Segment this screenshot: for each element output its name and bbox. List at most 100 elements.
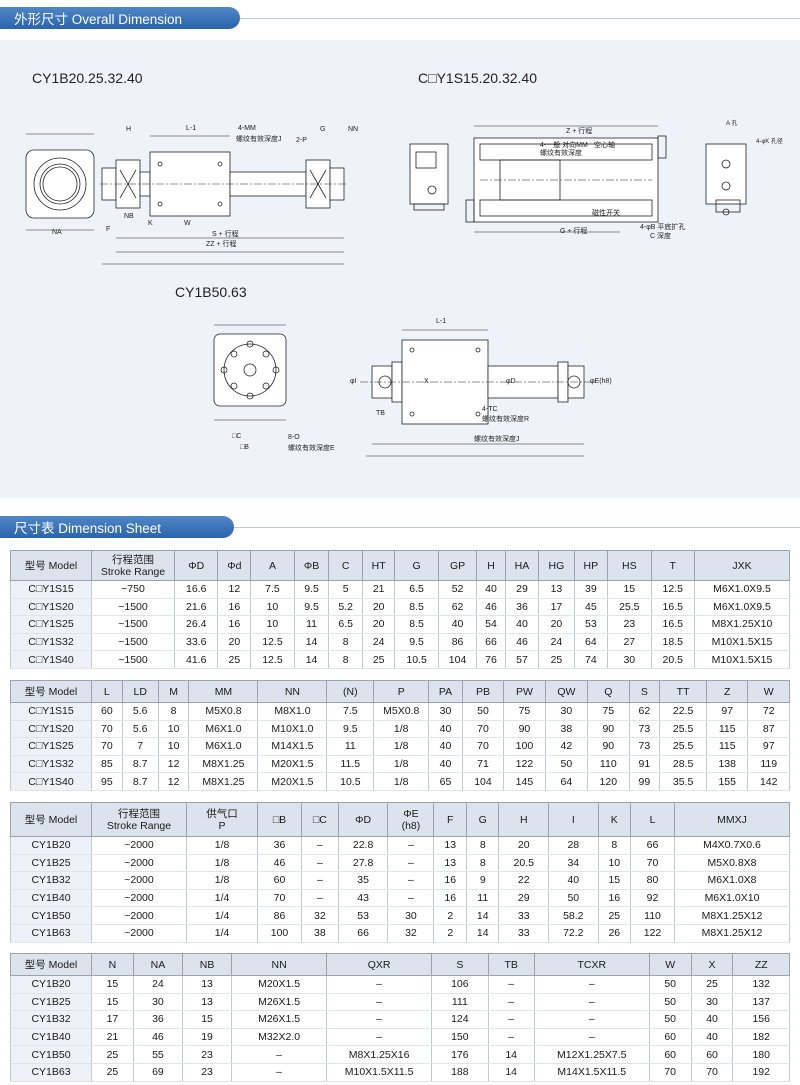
value-cell: 24 (132, 975, 183, 994)
value-cell: 10.5 (394, 650, 439, 669)
value-cell: 33.6 (173, 633, 219, 652)
value-cell: 1/4 (185, 889, 259, 908)
value-cell: 90 (503, 720, 546, 739)
col-header: TCXR (533, 953, 650, 976)
col-header: C (328, 550, 363, 581)
value-cell: 100 (503, 737, 546, 756)
value-cell: 1/4 (185, 906, 259, 925)
value-cell: 20.5 (498, 854, 550, 873)
value-cell: 21 (91, 1028, 134, 1047)
value-cell: 13 (181, 975, 233, 994)
col-header: I (548, 802, 599, 837)
value-cell: 22.5 (659, 702, 707, 721)
label-nb: NB (124, 213, 134, 220)
value-cell: 95 (91, 772, 123, 791)
col-header: PB (461, 680, 505, 703)
col-header: S (431, 953, 489, 976)
value-cell: 40 (504, 615, 540, 634)
model-cell: C□Y1S40 (10, 650, 92, 669)
value-cell: 8.5 (394, 615, 439, 634)
value-cell: 30 (132, 993, 183, 1012)
col-header: K (597, 802, 632, 837)
value-cell: – (487, 1010, 535, 1029)
value-cell: M8X1.25 (188, 772, 259, 791)
value-cell: 10.5 (326, 772, 375, 791)
value-cell: – (387, 854, 435, 873)
value-cell: 16 (433, 871, 467, 890)
value-cell: – (533, 1028, 650, 1047)
label-sq-c: □C (232, 433, 242, 440)
col-header: NB (181, 953, 233, 976)
value-cell: 25 (690, 975, 734, 994)
label-cy1b50-thread-depth-j: 螺纹有效深度J (474, 436, 520, 443)
overall-dimension-title: 外形尺寸 Overall Dimension (0, 7, 240, 29)
value-cell: 32 (300, 906, 339, 925)
value-cell: 40 (428, 737, 463, 756)
col-header: PA (428, 680, 463, 703)
col-header: TB (487, 953, 535, 976)
value-cell: M20X1.5 (231, 975, 328, 994)
value-cell: 72 (747, 702, 790, 721)
drawing-cy1s-title: C□Y1S15.20.32.40 (418, 70, 537, 86)
value-cell: 16 (433, 889, 467, 908)
value-cell: 25.5 (607, 598, 652, 617)
value-cell: 66 (630, 836, 675, 855)
value-cell: M5X0.8X8 (674, 854, 790, 873)
value-cell: 38 (300, 924, 339, 943)
value-cell: 76 (476, 650, 506, 669)
value-cell: 73 (628, 737, 661, 756)
value-cell: 30 (387, 906, 435, 925)
value-cell: 12.5 (250, 633, 295, 652)
label-8o: 8-O (288, 434, 300, 441)
value-cell: 124 (431, 1010, 489, 1029)
value-cell: 71 (461, 755, 505, 774)
value-cell: 16.6 (173, 580, 219, 599)
value-cell: 5.6 (121, 720, 159, 739)
value-cell: 6.5 (394, 580, 439, 599)
value-cell: M6X1.0X9.5 (694, 580, 790, 599)
value-cell: M6X1.0X9.5 (694, 598, 790, 617)
value-cell: 70 (648, 1063, 692, 1082)
value-cell: 50 (461, 702, 505, 721)
value-cell: 25 (361, 650, 396, 669)
value-cell: 7.5 (326, 702, 375, 721)
value-cell: 27 (607, 633, 652, 652)
value-cell: ~1500 (91, 650, 175, 669)
col-header: MMXJ (674, 802, 790, 837)
value-cell: 33 (498, 906, 550, 925)
value-cell: 46 (132, 1028, 183, 1047)
col-header: S (628, 680, 661, 703)
col-header: (N) (326, 680, 375, 703)
model-cell: CY1B63 (10, 924, 92, 943)
col-header: ZZ (732, 953, 790, 976)
value-cell: 138 (705, 755, 749, 774)
value-cell: 29 (498, 889, 550, 908)
value-cell: 12 (157, 755, 190, 774)
cy1s-top-view (465, 125, 667, 233)
value-cell: 9.5 (394, 633, 439, 652)
value-cell: M32X2.0 (231, 1028, 328, 1047)
value-cell: 70 (690, 1063, 734, 1082)
value-cell: 75 (587, 702, 630, 721)
col-header: □C (300, 802, 339, 837)
value-cell: M20X1.5 (257, 772, 328, 791)
value-cell: 9 (465, 871, 500, 890)
label-phid: φD (506, 378, 516, 385)
col-header: JXK (694, 550, 790, 581)
value-cell: 6.5 (328, 615, 363, 634)
model-cell: CY1B32 (10, 871, 92, 890)
value-cell: 10 (597, 854, 632, 873)
col-header: 型号 Model (10, 802, 92, 837)
value-cell: 21.6 (173, 598, 219, 617)
value-cell: 73 (628, 720, 661, 739)
label-4tc: 4-TC (482, 406, 498, 413)
